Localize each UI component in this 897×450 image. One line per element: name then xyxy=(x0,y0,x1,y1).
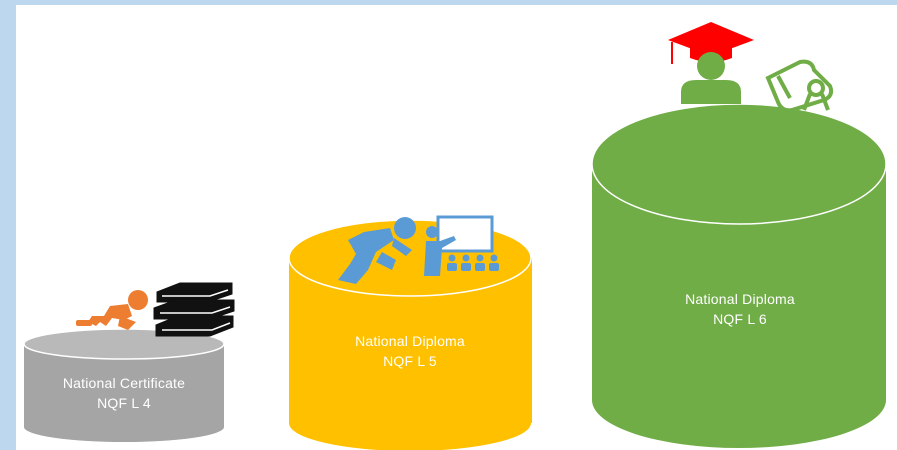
level-code: NQF L 6 xyxy=(713,311,767,327)
level-code: NQF L 4 xyxy=(97,395,151,411)
level-name: National Diploma xyxy=(685,291,795,307)
cylinder-nqf-l6 xyxy=(591,103,887,448)
level-name: National Certificate xyxy=(62,375,186,391)
label-national-certificate: National Certificate NQF L 4 xyxy=(24,373,224,413)
frame-left-border xyxy=(0,0,16,450)
diploma-scroll-icon xyxy=(765,59,834,113)
frame-top-border xyxy=(0,0,897,5)
label-national-diploma-l6: National Diploma NQF L 6 xyxy=(595,289,885,329)
label-national-diploma-l5: National Diploma NQF L 5 xyxy=(290,331,530,371)
crawling-baby-icon xyxy=(76,290,148,330)
level-name: National Diploma xyxy=(355,333,465,349)
graduate-icon xyxy=(668,22,754,104)
level-code: NQF L 5 xyxy=(383,353,437,369)
books-stack-icon xyxy=(153,282,235,337)
climbing-person-icon xyxy=(338,217,416,284)
teacher-presentation-icon xyxy=(424,215,499,276)
cylinder-nqf-l4 xyxy=(23,328,225,442)
